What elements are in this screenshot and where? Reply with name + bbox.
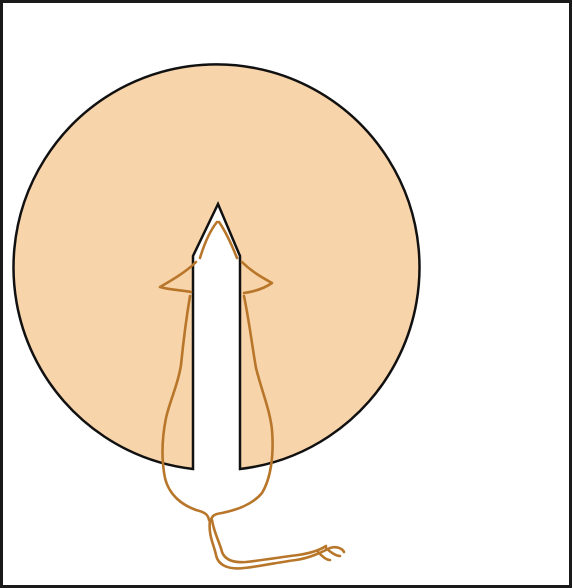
slotted-disc xyxy=(13,64,419,469)
